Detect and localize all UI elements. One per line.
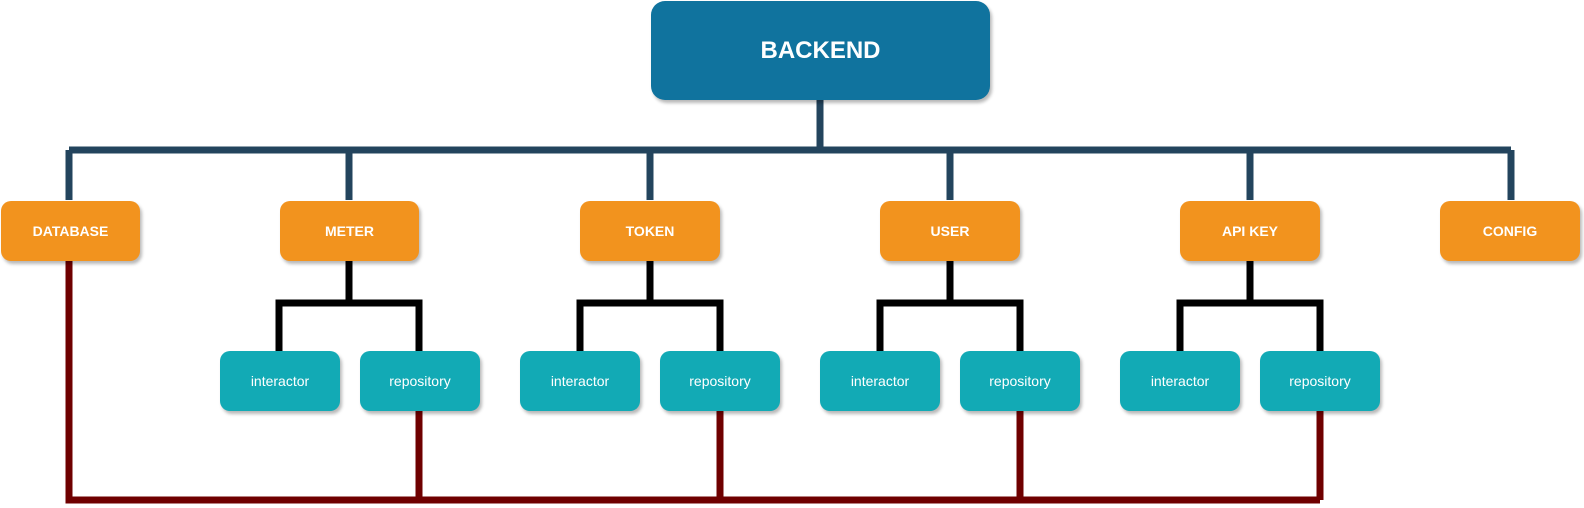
- database-connectors: [65, 261, 1324, 504]
- meter-node[interactable]: METER: [280, 201, 419, 261]
- user-node[interactable]: USER: [880, 201, 1020, 261]
- apikey-repository-node[interactable]: repository: [1260, 351, 1380, 411]
- root-connectors: [65, 100, 1515, 200]
- token-node[interactable]: TOKEN: [580, 201, 720, 261]
- database-node[interactable]: DATABASE: [1, 201, 140, 261]
- database-bus: [65, 261, 1320, 504]
- token-interactor-node[interactable]: interactor: [520, 351, 640, 411]
- config-node[interactable]: CONFIG: [1440, 201, 1580, 261]
- user-repository-node[interactable]: repository: [960, 351, 1080, 411]
- token-fork: [576, 261, 724, 351]
- meter-repository-node[interactable]: repository: [360, 351, 480, 411]
- user-fork: [876, 261, 1024, 351]
- apikey-node[interactable]: API KEY: [1180, 201, 1320, 261]
- apikey-interactor-node[interactable]: interactor: [1120, 351, 1240, 411]
- token-repository-node[interactable]: repository: [660, 351, 780, 411]
- user-interactor-node[interactable]: interactor: [820, 351, 940, 411]
- module-connectors: [275, 261, 1324, 351]
- meter-fork: [275, 261, 423, 351]
- apikey-fork: [1176, 261, 1324, 351]
- meter-interactor-node[interactable]: interactor: [220, 351, 340, 411]
- backend-node[interactable]: BACKEND: [651, 1, 990, 100]
